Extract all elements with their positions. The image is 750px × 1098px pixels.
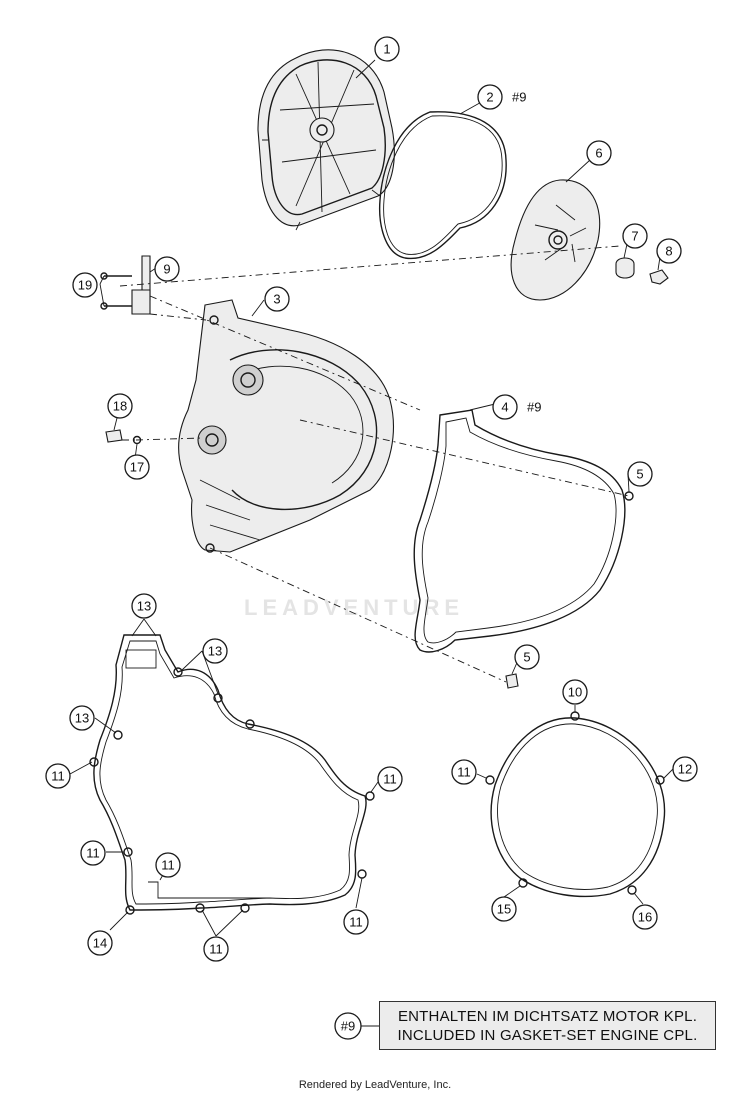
callout-11-f: 11 bbox=[203, 936, 229, 962]
plug bbox=[615, 257, 635, 279]
screw-8 bbox=[649, 269, 669, 285]
svg-text:18: 18 bbox=[113, 399, 127, 414]
svg-text:10: 10 bbox=[568, 685, 582, 700]
svg-text:11: 11 bbox=[86, 846, 100, 861]
screw-5-upper bbox=[624, 491, 634, 501]
svg-text:7: 7 bbox=[631, 229, 638, 244]
callout-11-b: 11 bbox=[377, 766, 403, 792]
svg-text:5: 5 bbox=[636, 467, 643, 482]
callout-9: 9 bbox=[154, 256, 180, 282]
callout-3: 3 bbox=[264, 286, 290, 312]
svg-text:16: 16 bbox=[638, 910, 652, 925]
callout-11-d: 11 bbox=[155, 852, 181, 878]
callout-14: 14 bbox=[87, 930, 113, 956]
svg-text:14: 14 bbox=[93, 936, 107, 951]
svg-text:11: 11 bbox=[161, 858, 175, 873]
callout-6: 6 bbox=[586, 140, 612, 166]
callout-1: 1 bbox=[374, 36, 400, 62]
callout-11-g: 11 bbox=[451, 759, 477, 785]
watermark: LEADVENTURE bbox=[244, 595, 465, 620]
callout-8: 8 bbox=[656, 238, 682, 264]
callout-18: 18 bbox=[107, 393, 133, 419]
screw-5-lower bbox=[505, 673, 519, 689]
svg-text:19: 19 bbox=[78, 278, 92, 293]
svg-text:13: 13 bbox=[137, 599, 151, 614]
callout-10: 10 bbox=[562, 679, 588, 705]
callout-11-e: 11 bbox=[343, 909, 369, 935]
svg-text:1: 1 bbox=[383, 42, 390, 57]
o-ring bbox=[378, 111, 507, 260]
callout-13-c: 13 bbox=[69, 705, 95, 731]
gasket-round bbox=[485, 711, 666, 898]
callout-tag-9-b: #9 bbox=[527, 400, 541, 415]
svg-text:8: 8 bbox=[665, 244, 672, 259]
note-line-de: ENTHALTEN IM DICHTSATZ MOTOR KPL. bbox=[397, 1007, 698, 1025]
svg-text:11: 11 bbox=[457, 765, 471, 780]
svg-text:9: 9 bbox=[163, 262, 170, 277]
callout-15: 15 bbox=[491, 896, 517, 922]
svg-text:2: 2 bbox=[486, 90, 493, 105]
gasket-13-11 bbox=[89, 634, 375, 915]
note-tag: #9 bbox=[334, 1012, 362, 1040]
gasket-4 bbox=[413, 409, 626, 653]
breather-assembly bbox=[100, 255, 151, 315]
callout-19: 19 bbox=[72, 272, 98, 298]
footer-credit: Rendered by LeadVenture, Inc. bbox=[298, 1079, 452, 1091]
svg-text:11: 11 bbox=[383, 772, 397, 787]
callout-13-b: 13 bbox=[202, 638, 228, 664]
callout-13-a: 13 bbox=[131, 593, 157, 619]
callout-7: 7 bbox=[622, 223, 648, 249]
svg-text:#9: #9 bbox=[341, 1019, 355, 1034]
callout-11-c: 11 bbox=[80, 840, 106, 866]
svg-text:11: 11 bbox=[51, 769, 65, 784]
callout-5-upper: 5 bbox=[627, 461, 653, 487]
callout-tag-9-a: #9 bbox=[512, 90, 526, 105]
construction-lines bbox=[119, 245, 630, 683]
svg-text:12: 12 bbox=[678, 762, 692, 777]
callout-2: 2 bbox=[477, 84, 503, 110]
callout-12: 12 bbox=[672, 756, 698, 782]
svg-text:11: 11 bbox=[209, 942, 223, 957]
svg-text:17: 17 bbox=[130, 460, 144, 475]
callout-11-a: 11 bbox=[45, 763, 71, 789]
svg-text:4: 4 bbox=[501, 400, 508, 415]
svg-text:3: 3 bbox=[273, 292, 280, 307]
svg-text:13: 13 bbox=[75, 711, 89, 726]
screw-18 bbox=[105, 429, 123, 443]
callout-16: 16 bbox=[632, 904, 658, 930]
svg-text:5: 5 bbox=[523, 650, 530, 665]
svg-text:6: 6 bbox=[595, 146, 602, 161]
callout-17: 17 bbox=[124, 454, 150, 480]
inner-clutch-cover bbox=[178, 299, 394, 553]
svg-text:11: 11 bbox=[349, 915, 363, 930]
clutch-cap bbox=[510, 179, 601, 301]
note-line-en: INCLUDED IN GASKET-SET ENGINE CPL. bbox=[397, 1026, 698, 1044]
outer-clutch-cover bbox=[257, 49, 395, 231]
callout-5-lower: 5 bbox=[514, 644, 540, 670]
callout-4: 4 bbox=[492, 394, 518, 420]
svg-text:13: 13 bbox=[208, 644, 222, 659]
svg-text:15: 15 bbox=[497, 902, 511, 917]
gasket-set-note: ENTHALTEN IM DICHTSATZ MOTOR KPL. INCLUD… bbox=[379, 1001, 716, 1050]
